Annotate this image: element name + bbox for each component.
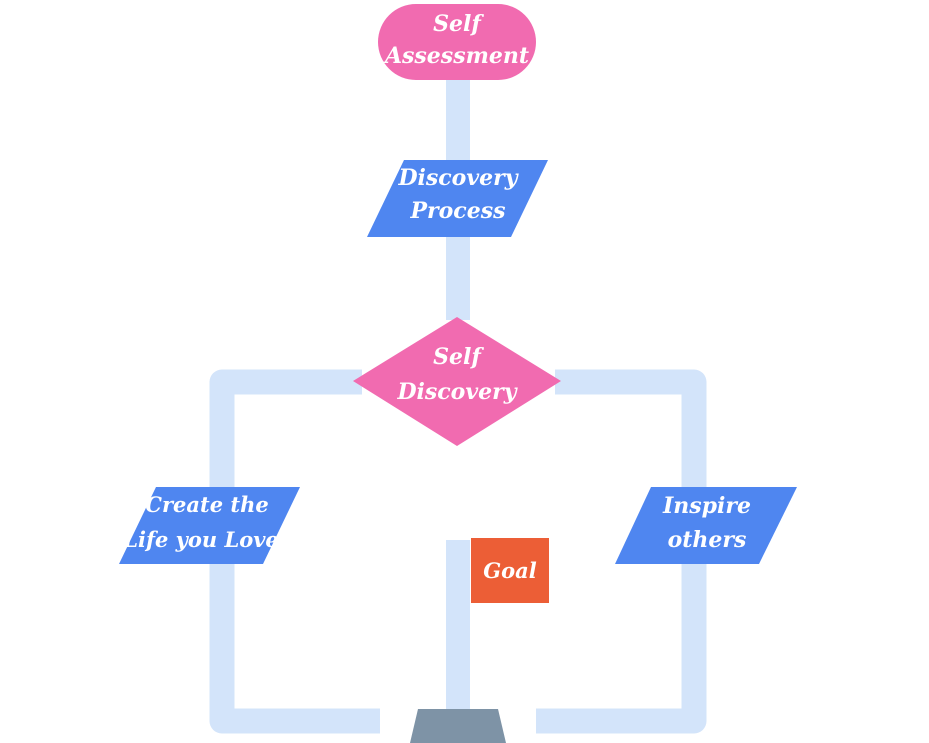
left-label-line1: Create the [145, 492, 268, 517]
right-label-line2: others [668, 527, 747, 553]
node-self-assessment: Self Assessment [378, 4, 536, 80]
node-goal: Goal [471, 538, 549, 603]
goal-label: Goal [483, 558, 537, 583]
node-discovery-process: Discovery Process [367, 160, 548, 237]
node-create-the-life-you-love: Create the Life you Love [119, 487, 300, 564]
start-label-line2: Assessment [383, 43, 529, 69]
decision-label-line2: Discovery [396, 379, 518, 405]
right-label-line1: Inspire [662, 493, 751, 519]
connector-process-to-decision [446, 234, 470, 320]
base-block [410, 709, 506, 743]
left-shape [119, 487, 300, 564]
start-shape [378, 4, 536, 80]
start-label-line1: Self [433, 11, 484, 37]
left-label-line2: Life you Love [122, 527, 279, 552]
connector-base-to-goal [446, 540, 470, 712]
node-self-discovery: Self Discovery [353, 317, 561, 446]
decision-label-line1: Self [433, 344, 484, 370]
process-label-line2: Process [410, 198, 506, 224]
process-label-line1: Discovery [397, 165, 519, 191]
goal-shape [471, 538, 549, 603]
decision-shape [353, 317, 561, 446]
process-shape [367, 160, 548, 237]
right-shape [615, 487, 797, 564]
connector-start-to-process [446, 78, 470, 164]
node-inspire-others: Inspire others [615, 487, 797, 564]
